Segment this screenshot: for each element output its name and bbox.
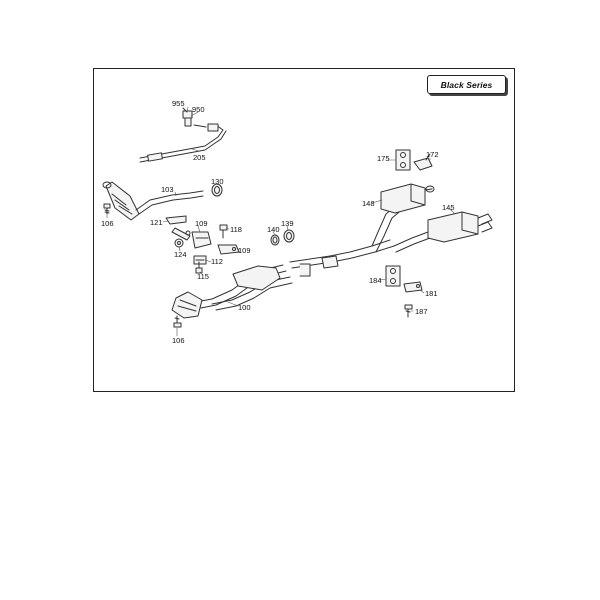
rear-muffler-148[interactable] <box>380 183 435 214</box>
bolt-106-lower[interactable] <box>173 315 182 328</box>
callout-172[interactable]: 172 <box>426 150 439 159</box>
clip-112[interactable] <box>193 255 207 265</box>
bolt-106-upper[interactable] <box>103 203 111 215</box>
screw-115[interactable] <box>195 261 203 274</box>
callout-139[interactable]: 139 <box>281 219 294 228</box>
callout-124[interactable]: 124 <box>174 250 187 259</box>
callout-100[interactable]: 100 <box>238 303 251 312</box>
callout-181[interactable]: 181 <box>425 289 438 298</box>
callout-106-lower[interactable]: 106 <box>172 336 185 345</box>
callout-148[interactable]: 148 <box>362 199 375 208</box>
rear-muffler-145[interactable] <box>427 211 493 243</box>
oxygen-sensor-205[interactable] <box>139 123 227 163</box>
catalytic-converter-left-lower[interactable] <box>171 291 203 319</box>
callout-950[interactable]: 950 <box>192 105 205 114</box>
rubber-mount-124[interactable] <box>174 238 184 248</box>
intermediate-pipe[interactable] <box>289 203 431 277</box>
pipe-103[interactable] <box>135 190 204 215</box>
callout-121[interactable]: 121 <box>150 218 163 227</box>
catalytic-converter-left-upper[interactable] <box>102 181 140 221</box>
bracket-109-lower[interactable] <box>217 244 240 255</box>
rubber-mount-175[interactable] <box>395 149 411 171</box>
bracket-172[interactable] <box>413 153 433 171</box>
bracket-181[interactable] <box>403 281 423 293</box>
front-pipe-100[interactable] <box>195 264 293 311</box>
callout-labels: 955 950 205 103 130 106 121 109 118 109 … <box>101 99 455 345</box>
callout-175[interactable]: 175 <box>377 154 390 163</box>
callout-955[interactable]: 955 <box>172 99 185 108</box>
callout-145[interactable]: 145 <box>442 203 455 212</box>
clamp-140[interactable] <box>270 234 280 246</box>
clamp-130[interactable] <box>211 183 223 197</box>
callout-118[interactable]: 118 <box>230 225 242 234</box>
callout-130[interactable]: 130 <box>211 177 224 186</box>
callout-187[interactable]: 187 <box>415 307 428 316</box>
bracket-121[interactable] <box>165 215 191 241</box>
callout-205[interactable]: 205 <box>193 153 206 162</box>
leader-lines <box>106 106 456 337</box>
callout-140[interactable]: 140 <box>267 225 280 234</box>
callout-184[interactable]: 184 <box>369 276 382 285</box>
callout-103[interactable]: 103 <box>161 185 174 194</box>
bracket-109-upper[interactable] <box>191 231 212 249</box>
rubber-mount-184[interactable] <box>385 265 401 287</box>
callout-109-upper[interactable]: 109 <box>195 219 208 228</box>
screw-187[interactable] <box>404 304 413 318</box>
callout-106-upper[interactable]: 106 <box>101 219 114 228</box>
callout-109-lower[interactable]: 109 <box>238 246 251 255</box>
clamp-139[interactable] <box>283 229 295 243</box>
callout-115[interactable]: 115 <box>197 272 209 281</box>
bolt-118[interactable] <box>219 224 228 239</box>
series-label-badge: Black Series <box>427 75 506 94</box>
callout-112[interactable]: 112 <box>211 257 223 266</box>
